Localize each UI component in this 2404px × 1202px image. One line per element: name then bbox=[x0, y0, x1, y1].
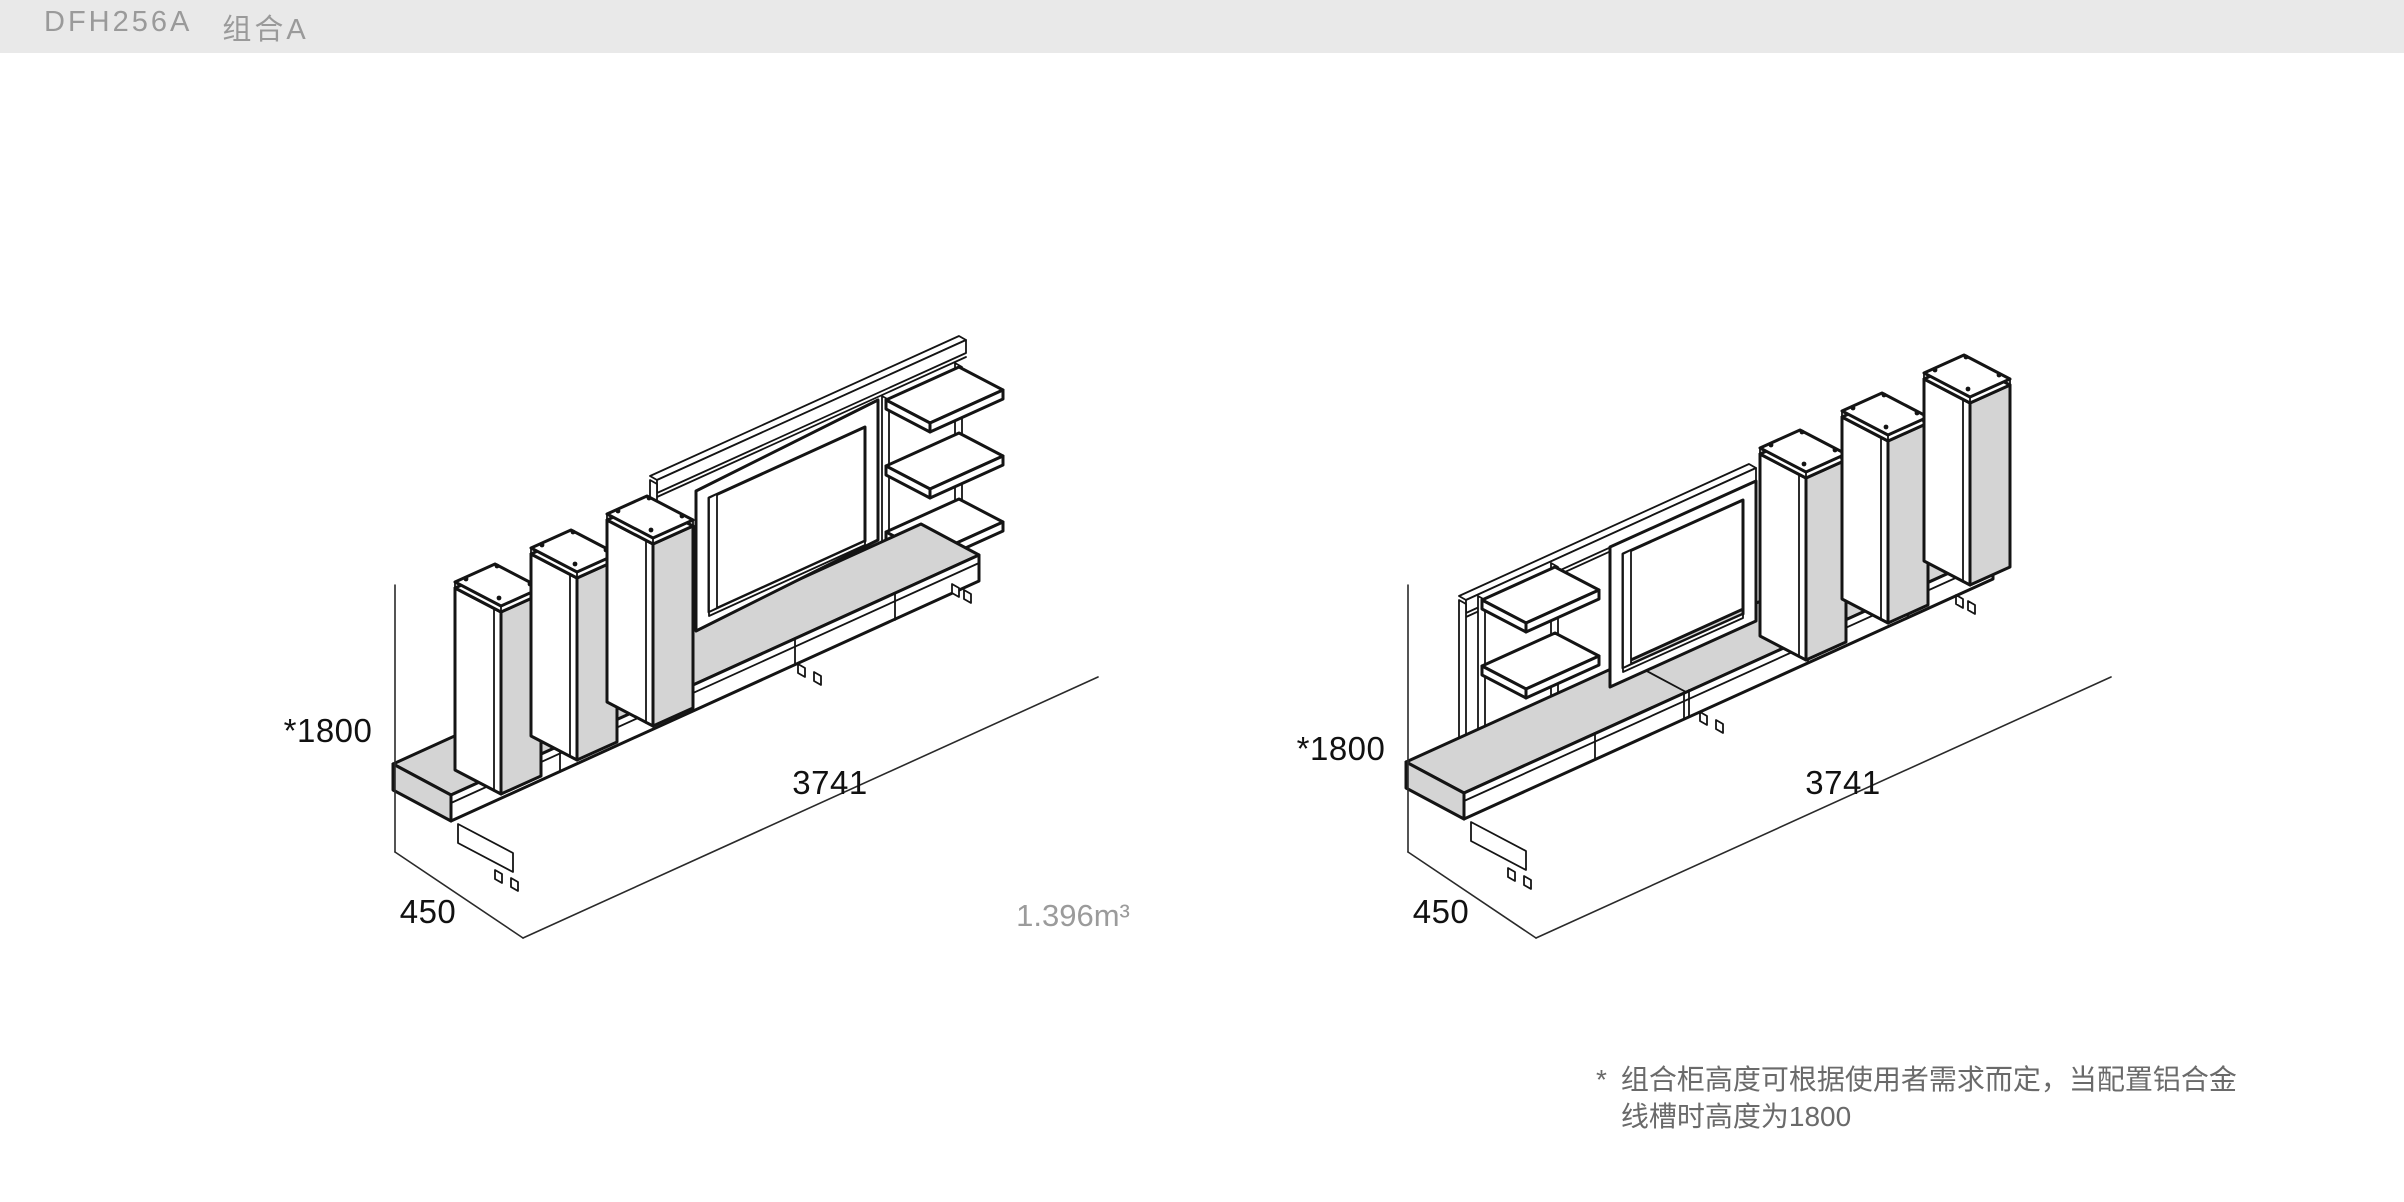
cabinet-2 bbox=[529, 528, 619, 762]
cabinet-3 bbox=[605, 494, 695, 728]
depth-dim-line bbox=[394, 851, 524, 939]
cabinet-front bbox=[1968, 383, 2012, 587]
bench-feet bbox=[1507, 594, 1976, 890]
tall-cabinets-right bbox=[1758, 353, 2012, 662]
cabinet-screw-dots bbox=[463, 563, 533, 601]
width-label-right: 3741 bbox=[1805, 764, 1881, 801]
shelf-2 bbox=[1480, 631, 1601, 700]
tv-frame-ticks bbox=[1676, 510, 1690, 658]
tv-frame-ticks bbox=[780, 442, 794, 590]
shelf-end bbox=[1480, 664, 1528, 700]
tv-frame-right bbox=[1608, 479, 1758, 689]
figure-right bbox=[1404, 353, 2112, 939]
bench-end bbox=[1404, 760, 1466, 821]
panel-rail-top bbox=[1458, 463, 1757, 601]
footnote: * 组合柜高度可根据使用者需求而定，当配置铝合金 线槽时高度为1800 bbox=[1596, 1061, 2237, 1135]
cabinet-1 bbox=[453, 562, 543, 796]
width-dim-line bbox=[1535, 676, 2112, 939]
cabinet-lid-edges bbox=[606, 513, 694, 545]
cabinet-lid-edges bbox=[1923, 372, 2011, 404]
model-code: DFH256A bbox=[44, 5, 193, 38]
width-dim-line bbox=[522, 676, 1099, 939]
tall-cabinets-left bbox=[453, 494, 695, 796]
tv-frame-inner-bottom bbox=[1622, 613, 1744, 673]
height-label-left: *1800 bbox=[283, 712, 373, 749]
bench-plinth bbox=[457, 823, 514, 873]
header-bar: DFH256A 组合A bbox=[0, 0, 2404, 53]
wall-panel-left bbox=[649, 335, 967, 696]
shelf-1 bbox=[1480, 565, 1601, 634]
shelf-1 bbox=[884, 365, 1005, 434]
tv-frame-left bbox=[694, 398, 880, 633]
cabinet-screw-dots bbox=[615, 495, 685, 533]
cabinet-front bbox=[1804, 458, 1848, 662]
cabinet-screw-dots bbox=[1932, 354, 2002, 392]
dimension-lines-left bbox=[394, 584, 1099, 939]
bench-plinth bbox=[1470, 821, 1527, 871]
shelf-end bbox=[884, 398, 932, 434]
footnote-text: 组合柜高度可根据使用者需求而定，当配置铝合金 线槽时高度为1800 bbox=[1621, 1061, 2237, 1135]
cabinet-screw-dots bbox=[1850, 392, 1920, 430]
cabinet-2 bbox=[1840, 391, 1930, 625]
height-label-right: *1800 bbox=[1296, 730, 1386, 767]
tv-frame-inner-left bbox=[708, 493, 718, 613]
panel-rail-underline bbox=[656, 356, 967, 498]
footnote-line-2: 线槽时高度为1800 bbox=[1620, 1101, 1852, 1132]
cabinet-front bbox=[651, 524, 695, 728]
cabinet-3 bbox=[1922, 353, 2012, 587]
footnote-line-1: 组合柜高度可根据使用者需求而定，当配置铝合金 bbox=[1620, 1064, 2237, 1095]
shelf-2 bbox=[884, 431, 1005, 500]
page-title: DFH256A 组合A bbox=[44, 6, 309, 48]
depth-label-right: 450 bbox=[1412, 893, 1470, 930]
depth-label-left: 450 bbox=[399, 893, 457, 930]
cabinet-front bbox=[1886, 421, 1930, 625]
depth-dim-line bbox=[1407, 851, 1537, 939]
tv-frame-inner-bottom bbox=[708, 540, 866, 617]
bench-end bbox=[391, 762, 453, 823]
shelf-end bbox=[1480, 598, 1528, 634]
cabinet-screw-dots bbox=[1768, 429, 1838, 467]
footnote-asterisk: * bbox=[1596, 1064, 1607, 1095]
bench-feet bbox=[494, 583, 972, 892]
figure-left bbox=[391, 335, 1099, 939]
variant-name: 组合A bbox=[222, 13, 309, 46]
width-label-left: 3741 bbox=[792, 764, 868, 801]
shelf-end bbox=[884, 464, 932, 500]
dimension-lines-right bbox=[1407, 584, 2112, 939]
tv-frame-inner-left bbox=[1622, 549, 1632, 669]
volume-label: 1.396m³ bbox=[1016, 898, 1130, 933]
cabinet-1 bbox=[1758, 428, 1848, 662]
bench-seams bbox=[559, 593, 896, 773]
